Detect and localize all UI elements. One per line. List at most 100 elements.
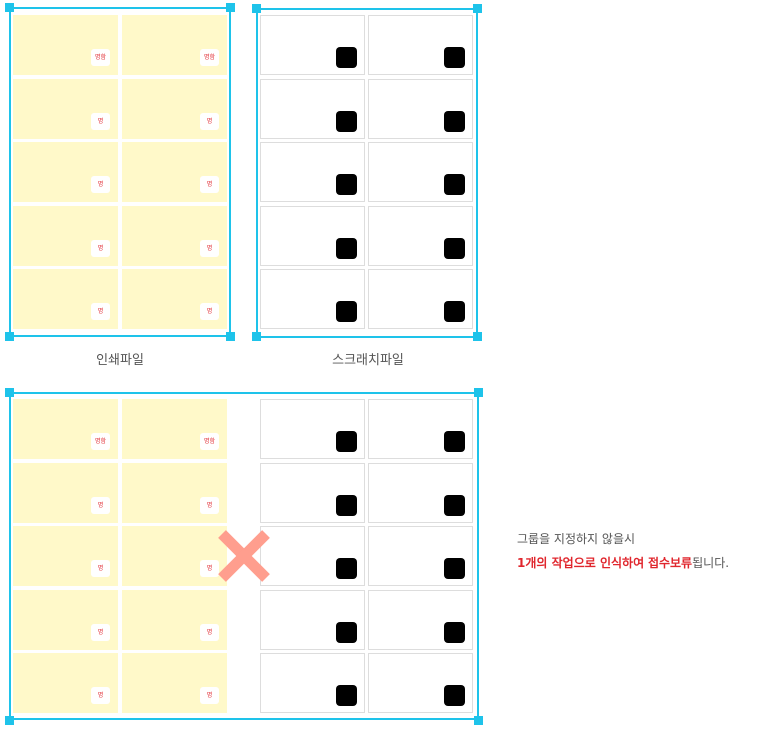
- print-card: 명: [122, 205, 227, 266]
- scratch-file-frame[interactable]: [256, 8, 478, 338]
- scratch-card: [368, 399, 473, 459]
- card-badge: 명: [200, 176, 219, 193]
- scratch-card: [368, 205, 473, 266]
- scratch-block-icon: [444, 431, 465, 452]
- scratch-block-icon: [336, 110, 357, 132]
- print-card: 명: [13, 589, 118, 650]
- scratch-file-label: 스크래치파일: [332, 353, 404, 368]
- combined-handle-tl[interactable]: [5, 388, 14, 397]
- print-file-handle-br[interactable]: [226, 332, 235, 341]
- card-badge: 명함: [200, 49, 219, 66]
- scratch-card: [368, 589, 473, 650]
- scratch-block-icon: [444, 685, 465, 706]
- print-file-frame[interactable]: [9, 7, 231, 337]
- card-badge: 명: [91, 560, 110, 577]
- card-badge: 명: [200, 303, 219, 320]
- scratch-card: [368, 15, 473, 75]
- scratch-card: [368, 653, 473, 713]
- note-rest: 됩니다.: [692, 556, 730, 570]
- print-card: 명: [13, 142, 118, 202]
- scratch-card: [260, 142, 365, 202]
- scratch-card: [260, 205, 365, 266]
- print-card: 명: [122, 269, 227, 329]
- card-badge: 명: [200, 112, 219, 130]
- combined-handle-br[interactable]: [474, 716, 483, 725]
- card-badge: 명: [91, 687, 110, 704]
- print-card: 명함: [122, 399, 227, 459]
- print-file-handle-tl[interactable]: [5, 3, 14, 12]
- scratch-block-icon: [444, 494, 465, 516]
- scratch-card: [368, 269, 473, 329]
- scratch-file-handle-br[interactable]: [473, 332, 482, 341]
- card-badge: 명: [91, 303, 110, 320]
- scratch-file-handle-tr[interactable]: [473, 4, 482, 13]
- note-highlight-1: 1개의 작업으로 인식하여: [517, 556, 645, 570]
- print-card: 명함: [122, 15, 227, 75]
- note-line-2: 1개의 작업으로 인식하여 접수보류됩니다.: [517, 554, 729, 571]
- print-card: 명: [13, 205, 118, 266]
- scratch-card: [368, 78, 473, 139]
- scratch-block-icon: [336, 174, 357, 195]
- scratch-card: [260, 462, 365, 523]
- scratch-card: [260, 526, 365, 586]
- scratch-block-icon: [444, 47, 465, 68]
- note-line-1: 그룹을 지정하지 않을시: [517, 532, 636, 546]
- print-file-handle-bl[interactable]: [5, 332, 14, 341]
- scratch-block-icon: [336, 558, 357, 579]
- print-card: 명: [122, 142, 227, 202]
- print-file-handle-tr[interactable]: [226, 3, 235, 12]
- scratch-card: [260, 15, 365, 75]
- scratch-card: [260, 78, 365, 139]
- scratch-block-icon: [444, 174, 465, 195]
- scratch-block-icon: [336, 494, 357, 516]
- combined-group-frame[interactable]: [9, 392, 479, 720]
- print-card: 명: [122, 526, 227, 586]
- scratch-file-handle-bl[interactable]: [252, 332, 261, 341]
- print-card: 명: [122, 589, 227, 650]
- scratch-block-icon: [444, 110, 465, 132]
- scratch-card: [260, 399, 365, 459]
- print-card: 명: [13, 653, 118, 713]
- scratch-block-icon: [444, 301, 465, 322]
- card-badge: 명: [200, 623, 219, 641]
- card-badge: 명: [200, 496, 219, 514]
- note-highlight-2: 접수보류: [647, 556, 693, 570]
- combined-handle-bl[interactable]: [5, 716, 14, 725]
- combined-handle-tr[interactable]: [474, 388, 483, 397]
- scratch-block-icon: [336, 301, 357, 322]
- scratch-block-icon: [444, 237, 465, 259]
- scratch-block-icon: [444, 621, 465, 643]
- print-card: 명함: [13, 399, 118, 459]
- scratch-card: [260, 269, 365, 329]
- card-badge: 명: [200, 687, 219, 704]
- scratch-card: [260, 589, 365, 650]
- print-card: 명: [13, 78, 118, 139]
- card-badge: 명: [200, 239, 219, 257]
- scratch-card: [368, 526, 473, 586]
- scratch-card: [260, 653, 365, 713]
- card-badge: 명: [91, 496, 110, 514]
- card-badge: 명함: [91, 433, 110, 450]
- scratch-card: [368, 142, 473, 202]
- scratch-block-icon: [336, 47, 357, 68]
- card-badge: 명함: [91, 49, 110, 66]
- print-card: 명: [122, 78, 227, 139]
- print-card: 명: [122, 653, 227, 713]
- card-badge: 명: [91, 239, 110, 257]
- print-card: 명: [13, 462, 118, 523]
- x-mark-icon: [218, 530, 270, 582]
- scratch-block-icon: [336, 621, 357, 643]
- scratch-block-icon: [444, 558, 465, 579]
- card-badge: 명: [91, 112, 110, 130]
- print-card: 명: [122, 462, 227, 523]
- print-card: 명: [13, 269, 118, 329]
- print-card: 명: [13, 526, 118, 586]
- card-badge: 명: [91, 176, 110, 193]
- print-file-label: 인쇄파일: [96, 353, 144, 368]
- scratch-block-icon: [336, 237, 357, 259]
- scratch-file-handle-tl[interactable]: [252, 4, 261, 13]
- card-badge: 명: [200, 560, 219, 577]
- scratch-block-icon: [336, 685, 357, 706]
- scratch-block-icon: [336, 431, 357, 452]
- card-badge: 명: [91, 623, 110, 641]
